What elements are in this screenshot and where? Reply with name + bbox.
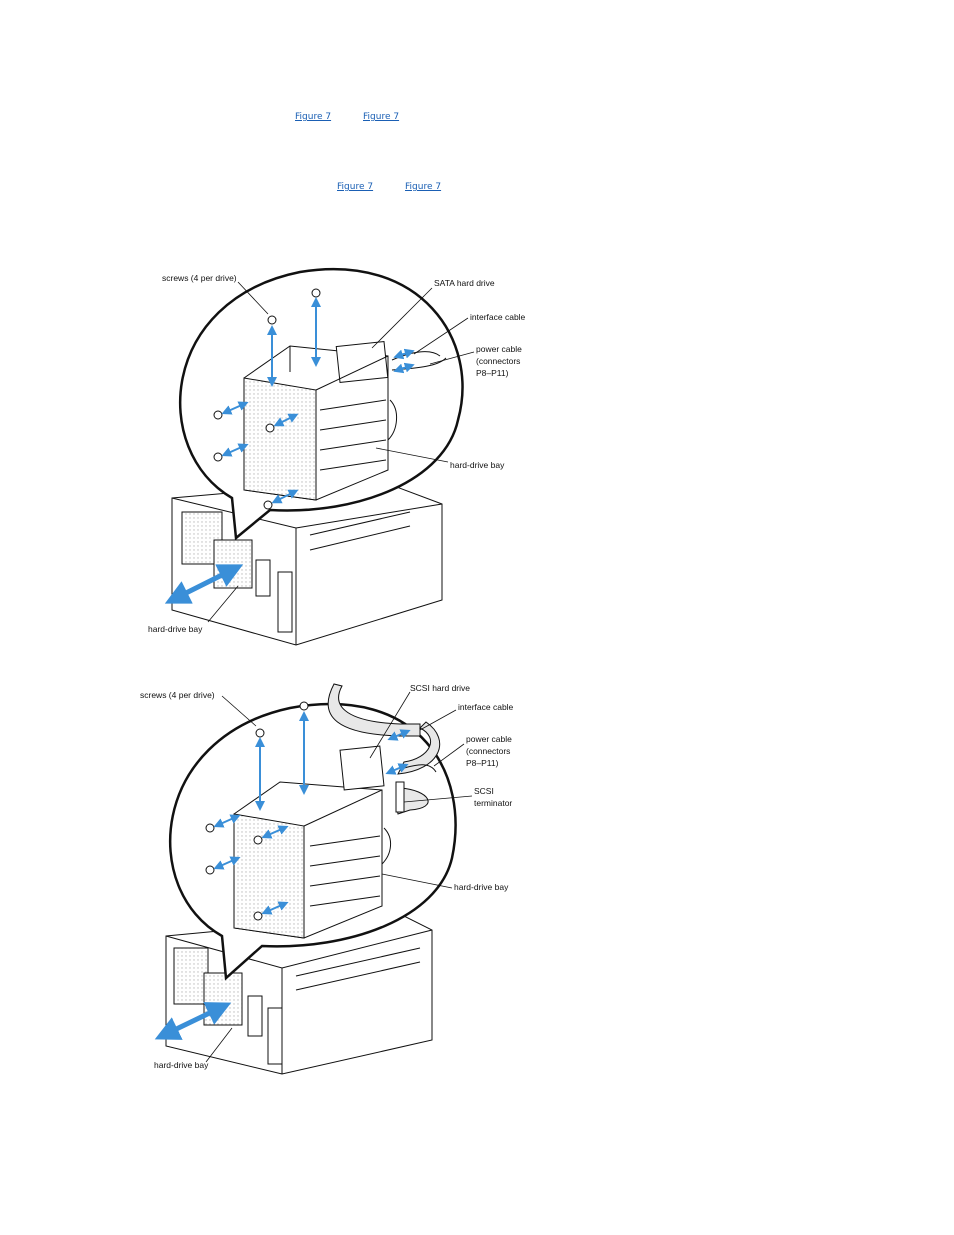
label-hard-drive-bay: hard-drive bay bbox=[148, 624, 203, 634]
drive-cage-inset bbox=[233, 745, 405, 939]
label-interface-cable: interface cable bbox=[458, 702, 514, 712]
leader-lines bbox=[205, 691, 473, 1063]
drive-cage-inset bbox=[243, 341, 389, 501]
scsi-drive-figure: screws (4 per drive) SCSI hard drive int… bbox=[0, 678, 954, 1078]
label-power-cable: power cable bbox=[466, 734, 512, 744]
arrows bbox=[164, 297, 415, 604]
label-hard-drive-bay: hard-drive bay bbox=[154, 1060, 209, 1070]
figure-link[interactable]: Figure 7 bbox=[337, 182, 374, 192]
sata-drive-figure: screws (4 per drive) SATA hard drive int… bbox=[0, 260, 954, 660]
label-scsi-terminator: SCSI bbox=[474, 786, 494, 796]
label-power-cable: P8–P11) bbox=[466, 758, 499, 768]
label-scsi-drive: SCSI hard drive bbox=[410, 683, 470, 693]
arrows bbox=[154, 711, 411, 1040]
figure-link[interactable]: Figure 7 bbox=[363, 112, 400, 122]
label-power-cable: P8–P11) bbox=[476, 368, 509, 378]
label-power-cable: (connectors bbox=[476, 356, 520, 366]
leader-lines bbox=[207, 281, 475, 623]
label-screws: screws (4 per drive) bbox=[140, 690, 215, 700]
label-power-cable: (connectors bbox=[466, 746, 510, 756]
label-scsi-terminator: terminator bbox=[474, 798, 512, 808]
screws bbox=[213, 288, 321, 510]
figure-link[interactable]: Figure 7 bbox=[295, 112, 332, 122]
screws bbox=[205, 701, 309, 921]
label-hard-drive-bay: hard-drive bay bbox=[454, 882, 509, 892]
figure-link[interactable]: Figure 7 bbox=[405, 182, 442, 192]
label-screws: screws (4 per drive) bbox=[162, 273, 237, 283]
label-power-cable: power cable bbox=[476, 344, 522, 354]
label-hard-drive-bay: hard-drive bay bbox=[450, 460, 505, 470]
label-interface-cable: interface cable bbox=[470, 312, 526, 322]
label-sata-drive: SATA hard drive bbox=[434, 278, 495, 288]
